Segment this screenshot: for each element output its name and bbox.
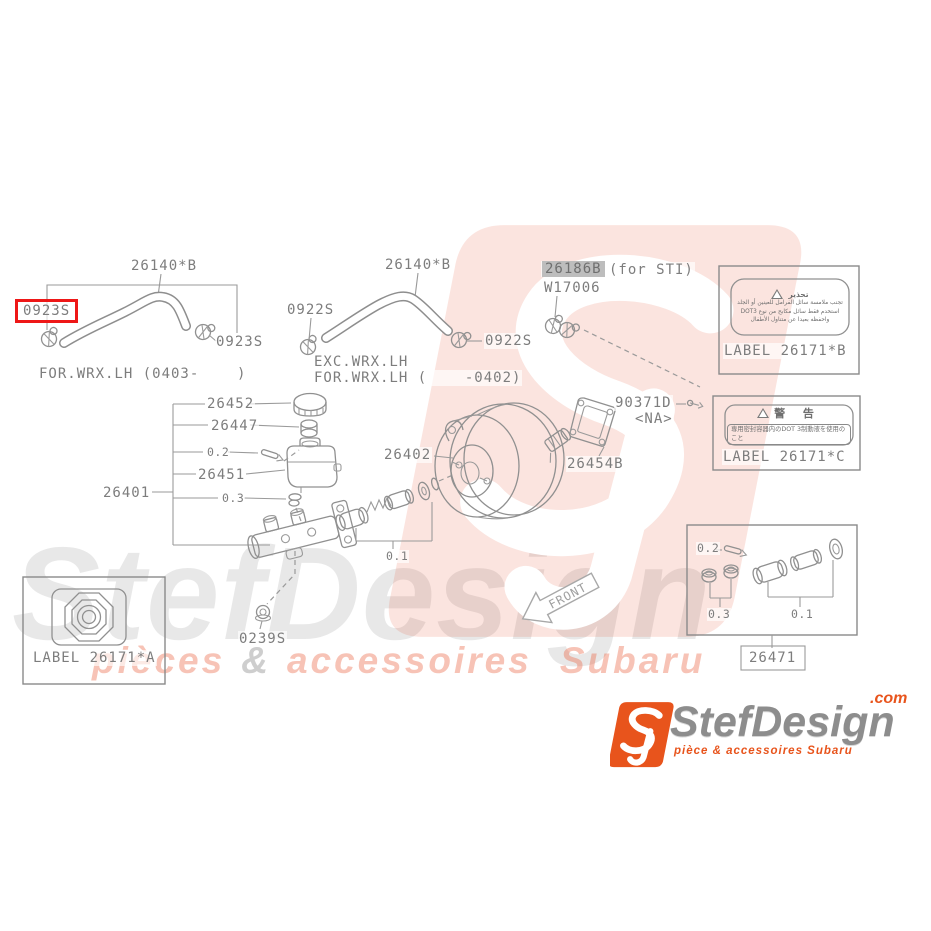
part-number-0922S-right[interactable]: 0922S (484, 333, 534, 350)
logo-tld-text: .com (870, 690, 908, 707)
watermark-sj-monogram (388, 225, 802, 637)
logo-brand-text: StefDesign (670, 698, 895, 746)
hose-middle-drawing (297, 272, 482, 358)
part-label-26171A[interactable]: LABEL 26171*A (32, 650, 157, 667)
label-c-line: 専用密封容器内のDOT 3制動液を使用のこと (727, 424, 851, 445)
part-number-26471[interactable]: 26471 (748, 650, 798, 667)
qty-label-03: 0.3 (221, 491, 246, 506)
stefdesign-logo[interactable]: StefDesign .com pièce & accessoires Suba… (598, 688, 931, 778)
part-number-0922S-left[interactable]: 0922S (286, 302, 336, 319)
kit-qty-02: 0.2 (696, 541, 721, 556)
qty-label-01: 0.1 (385, 549, 410, 564)
label-c-box (712, 395, 861, 471)
caption-for-wrx-0403: FOR.WRX.LH (0403- ) (38, 366, 248, 383)
note-na: <NA> (634, 411, 674, 428)
label-b-line1: تجنب ملامسة سائل الفرامل للعينين أو الجل… (737, 300, 843, 307)
nut-drawing (254, 604, 272, 630)
label-a-box (22, 576, 166, 685)
part-number-26451[interactable]: 26451 (197, 467, 247, 484)
label-b-warning-content: تحذير تجنب ملامسة سائل الفرامل للعينين أ… (733, 281, 847, 333)
label-b-line3: واحفظه بعيدا عن متناول الأطفال (750, 317, 830, 324)
master-cylinder-drawing (247, 473, 456, 605)
part-number-26186B[interactable]: 26186B (541, 261, 606, 278)
note-for-sti: (for STI) (608, 262, 695, 279)
part-number-90371D[interactable]: 90371D (614, 395, 673, 412)
kit-qty-01: 0.1 (790, 607, 815, 622)
part-number-26401[interactable]: 26401 (102, 485, 152, 502)
part-label-26171C[interactable]: LABEL 26171*C (722, 449, 847, 466)
qty-label-02: 0.2 (206, 445, 231, 460)
logo-tagline: pièce & accessoires Subaru (674, 745, 853, 757)
part-number-0923S[interactable]: 0923S (215, 334, 265, 351)
caption-exc-wrx: EXC.WRX.LH (313, 354, 410, 371)
brake-booster-drawing (433, 402, 572, 520)
kit-qty-03: 0.3 (707, 607, 732, 622)
bolt-drawing (676, 399, 704, 409)
assembly-bracket-lines (152, 402, 300, 546)
label-c-title: 警 告 (774, 407, 821, 421)
label-b-title: تحذير (788, 289, 809, 299)
sj-monogram-icon (610, 702, 674, 768)
label-b-box (718, 265, 860, 375)
part-number-26140B-mid[interactable]: 26140*B (384, 257, 453, 274)
reservoir-drawing (260, 392, 342, 522)
part-number-26140B-left[interactable]: 26140*B (130, 258, 199, 275)
warning-triangle-icon (771, 289, 784, 300)
part-number-W17006[interactable]: W17006 (543, 280, 602, 297)
part-number-0923S-selected[interactable]: 0923S (15, 299, 79, 324)
part-number-26452[interactable]: 26452 (206, 396, 256, 413)
part-number-26402[interactable]: 26402 (383, 447, 433, 464)
part-label-26171B[interactable]: LABEL 26171*B (723, 343, 848, 360)
sti-clamp-drawing (543, 295, 701, 388)
part-number-26454B[interactable]: 26454B (566, 456, 625, 473)
part-number-0239S[interactable]: 0239S (238, 631, 288, 648)
label-c-warning-content: 警 告 専用密封容器内のDOT 3制動液を使用のこと (727, 406, 851, 445)
part-number-26447[interactable]: 26447 (210, 418, 260, 435)
caption-for-wrx-0402: FOR.WRX.LH ( -0402) (313, 370, 523, 387)
label-b-line2: استخدم فقط سائل مكابح من نوع DOT3 (740, 308, 840, 315)
warning-triangle-icon (757, 408, 770, 419)
